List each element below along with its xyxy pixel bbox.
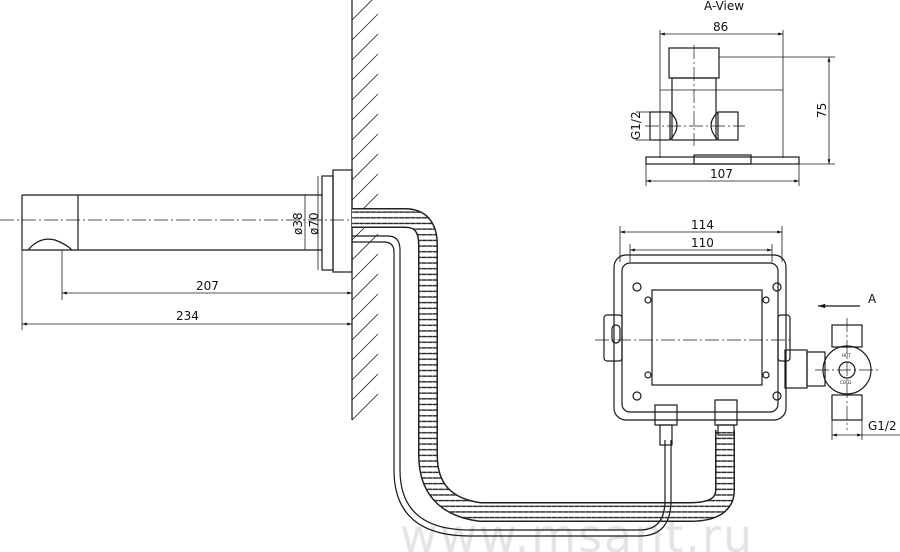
- cold-label: COLD: [840, 380, 851, 385]
- hatch-line: [351, 73, 379, 101]
- box-outer-width: 114: [691, 218, 714, 232]
- hatch-line: [351, 293, 379, 321]
- hot-label: HOT: [842, 353, 851, 358]
- hatch-line: [351, 273, 379, 301]
- hatch-line: [351, 173, 379, 201]
- hatch-line: [351, 0, 373, 21]
- spout-diameter: ø38: [291, 212, 305, 235]
- a-view-height: 75: [815, 103, 829, 118]
- a-view-width: 86: [713, 20, 728, 34]
- hatch-line: [351, 133, 379, 161]
- hatch-line: [351, 33, 379, 61]
- spout-total-label: 234: [176, 309, 199, 323]
- spout: [0, 169, 365, 273]
- dim-207: [61, 250, 352, 300]
- hatch-line: [351, 113, 379, 141]
- braided-hose: [352, 208, 735, 522]
- hatch-line: [351, 353, 379, 381]
- hatch-line: [351, 53, 379, 81]
- sensor-cable: [352, 235, 666, 531]
- hatch-line: [351, 313, 379, 341]
- box-inner-width: 110: [691, 236, 714, 250]
- dim-234: [21, 250, 352, 330]
- hatch-line: [351, 93, 379, 121]
- view-marker: A: [868, 292, 877, 306]
- hatch-line: [351, 233, 379, 261]
- hatch-line: [351, 13, 379, 41]
- hatch-line: [351, 373, 379, 401]
- flange-diameter: ø70: [307, 212, 321, 235]
- control-box: [595, 254, 808, 446]
- hatch-line: [351, 253, 379, 281]
- hatch-line: [351, 153, 379, 181]
- hatch-line: [351, 333, 379, 361]
- a-view-base: 107: [710, 167, 733, 181]
- a-view-title: A-View: [704, 0, 744, 13]
- mixing-valve: HOT COLD: [806, 318, 900, 440]
- dim-114: [619, 226, 783, 262]
- a-view-thread: G1/2: [629, 111, 643, 140]
- a-view-drawing: [636, 30, 835, 186]
- hatch-line: [351, 393, 379, 421]
- valve-thread-label: G1/2: [868, 419, 897, 433]
- spout-reach-label: 207: [196, 279, 219, 293]
